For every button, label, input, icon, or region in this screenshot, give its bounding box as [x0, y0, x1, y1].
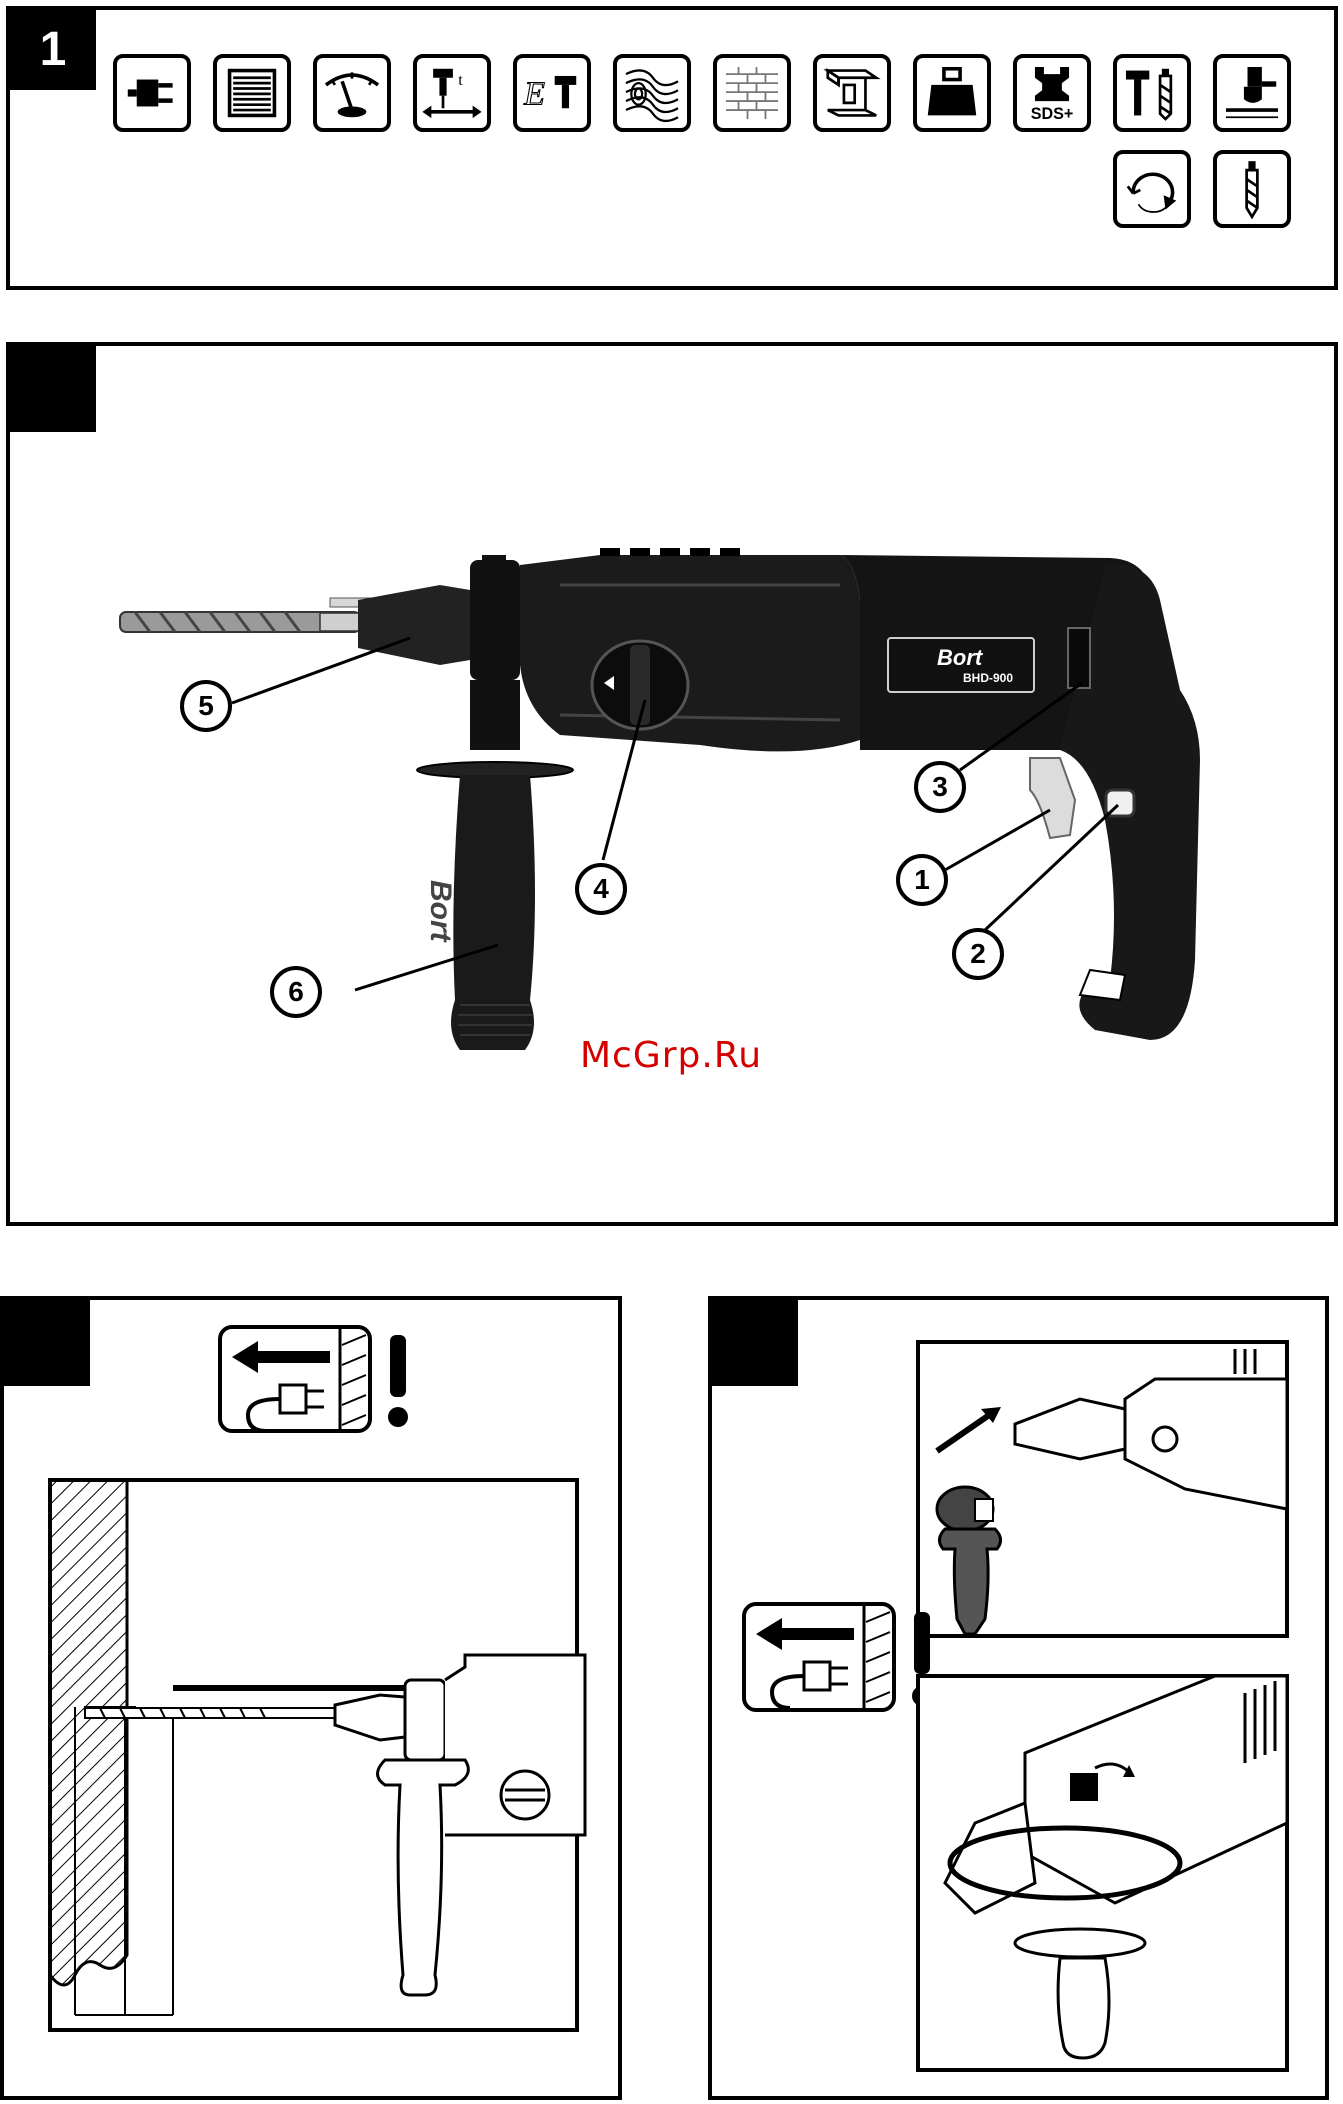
callout-3: 3 [914, 761, 966, 813]
auxiliary-handle[interactable] [451, 775, 535, 1050]
unplug-warning-icon-1 [218, 1325, 418, 1435]
trigger-switch[interactable] [1030, 758, 1075, 838]
leader-line-1 [945, 810, 1050, 870]
callout-1: 1 [896, 854, 948, 906]
leader-line-5 [232, 638, 410, 703]
handle-mounting-illustration-top [915, 1339, 1290, 1639]
handle-mounting-illustration-bottom [915, 1673, 1290, 2073]
model-name: BHD-900 [963, 671, 1013, 685]
aux-handle-collar [470, 560, 520, 680]
brand-plate: Bort BHD-900 [887, 637, 1035, 693]
watermark: McGrp.Ru [580, 1035, 762, 1076]
drilling-into-wall-illustration [45, 1475, 585, 2035]
drill-bit [120, 612, 365, 632]
reverse-switch[interactable] [1068, 628, 1090, 688]
figure-4-tab [712, 1300, 798, 1386]
callout-5: 5 [180, 680, 232, 732]
callout-2: 2 [952, 928, 1004, 980]
grip-brand: Bort [423, 880, 457, 942]
unplug-warning-icon-2 [742, 1602, 942, 1714]
callout-4: 4 [575, 863, 627, 915]
brand-name: Bort [937, 645, 982, 671]
figure-3-tab [4, 1300, 90, 1386]
callout-6: 6 [270, 966, 322, 1018]
tool-chuck [358, 585, 470, 665]
